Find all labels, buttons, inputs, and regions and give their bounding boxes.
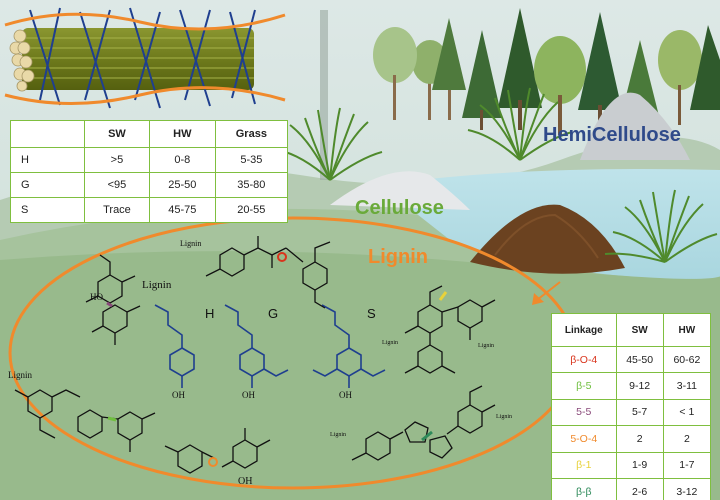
fragment-ho-label: HO — [90, 292, 103, 302]
fragment-lignin-label-3: Lignin — [8, 370, 32, 380]
table-row: β-β 2-6 3-12 — [551, 477, 712, 500]
bond-beta-5 — [107, 416, 117, 422]
meadow — [0, 251, 720, 500]
linkage-name: β-β — [551, 477, 617, 500]
composition-row-label: S — [10, 197, 85, 223]
composition-header-row: SW HW Grass — [10, 120, 289, 148]
linkage-name: β-O-4 — [551, 345, 617, 374]
bond-5-o-4 — [208, 457, 218, 467]
table-row: 5-O-4 2 2 — [551, 425, 712, 453]
bond-5-5 — [106, 301, 113, 308]
fragment-oh-label: OH — [238, 476, 252, 487]
composition-row-label: G — [10, 172, 85, 198]
monomer-g-oh: OH — [242, 390, 255, 400]
linkage-cell-hw: < 1 — [662, 398, 712, 427]
linkage-cell-hw: 1-7 — [662, 451, 712, 479]
monomer-s-label: S — [367, 306, 376, 321]
monomer-h-label: H — [205, 306, 214, 321]
linkage-cell-hw: 2 — [662, 425, 712, 453]
linkage-table-body: β-O-4 45-50 60-62 β-5 9-12 3-11 5-5 5-7 … — [551, 345, 712, 500]
composition-row-label: H — [10, 147, 85, 173]
table-row: H >5 0-8 5-35 — [10, 147, 289, 173]
composition-table: SW HW Grass H >5 0-8 5-35 G <95 25-50 35… — [10, 120, 289, 223]
monomer-h — [154, 304, 195, 388]
arrow-head — [532, 293, 544, 305]
bond-beta-o-4 — [277, 252, 287, 262]
fragment-lignin-label-1: Lignin — [142, 279, 172, 291]
monomer-h-oh: OH — [172, 390, 185, 400]
forest — [320, 8, 720, 180]
rock-pile — [580, 92, 690, 160]
composition-header-grass: Grass — [214, 120, 289, 148]
composition-cell-grass: 35-80 — [214, 172, 289, 198]
lignin-label: Lignin — [368, 246, 428, 268]
linkage-cell-hw: 3-11 — [662, 372, 712, 400]
table-row: β-1 1-9 1-7 — [551, 451, 712, 479]
lignin-soil-pile — [470, 204, 625, 274]
linkage-name: β-1 — [551, 451, 617, 479]
monomer-g — [224, 304, 289, 388]
composition-cell-hw: 25-50 — [148, 172, 216, 198]
bond-beta-beta — [421, 430, 433, 442]
linkage-cell-sw: 1-9 — [615, 451, 664, 479]
fragment-lignin-label-6: Lignin — [496, 414, 512, 420]
cellulose-label: Cellulose — [355, 197, 444, 219]
linkage-name: 5-O-4 — [551, 425, 617, 453]
lignin-fragments — [14, 236, 496, 474]
linkage-cell-hw: 3-12 — [662, 477, 712, 500]
bond-beta-1 — [438, 291, 448, 301]
composition-header-sw: SW — [84, 120, 150, 148]
composition-cell-sw: >5 — [84, 147, 150, 173]
linkage-header-row: Linkage SW HW — [551, 313, 712, 347]
linkage-cell-sw: 2 — [615, 425, 664, 453]
table-row: β-5 9-12 3-11 — [551, 372, 712, 400]
arrow-line — [536, 281, 561, 301]
lignocellulose-fiber — [4, 7, 286, 109]
linkage-name: β-5 — [551, 372, 617, 400]
composition-header-blank — [10, 120, 85, 148]
linkage-header-hw: HW — [662, 313, 712, 347]
fragment-lignin-label-7: Lignin — [330, 432, 346, 438]
composition-cell-grass: 5-35 — [214, 147, 289, 173]
table-row: S Trace 45-75 20-55 — [10, 197, 289, 223]
linkage-cell-sw: 45-50 — [615, 345, 664, 374]
hemicellulose-label: HemiCellulose — [543, 124, 681, 146]
table-row: β-O-4 45-50 60-62 — [551, 345, 712, 374]
lignin-wave-top — [4, 12, 286, 31]
fragment-lignin-label-2: Lignin — [180, 239, 201, 248]
linkage-name: 5-5 — [551, 398, 617, 427]
monomer-s-oh: OH — [339, 390, 352, 400]
linkage-cell-sw: 5-7 — [615, 398, 664, 427]
linkage-table: Linkage SW HW β-O-4 45-50 60-62 β-5 9-12… — [551, 313, 712, 500]
composition-cell-sw: <95 — [84, 172, 150, 198]
monomer-g-label: G — [268, 306, 278, 321]
composition-cell-sw: Trace — [84, 197, 150, 223]
linkage-cell-sw: 2-6 — [615, 477, 664, 500]
table-row: G <95 25-50 35-80 — [10, 172, 289, 198]
composition-header-hw: HW — [148, 120, 216, 148]
monomer-s — [312, 304, 386, 388]
lignin-wave-bottom — [4, 86, 286, 105]
hemicellulose-strands — [29, 7, 256, 109]
cellulose-pile — [330, 171, 470, 210]
fragment-lignin-label-4: Lignin — [478, 343, 494, 349]
composition-cell-hw: 0-8 — [148, 147, 216, 173]
fragment-lignin-label-5: Lignin — [382, 340, 398, 346]
linkage-cell-hw: 60-62 — [662, 345, 712, 374]
linkage-cell-sw: 9-12 — [615, 372, 664, 400]
linkage-header-linkage: Linkage — [551, 313, 617, 347]
grass-tufts — [277, 87, 718, 263]
composition-cell-grass: 20-55 — [214, 197, 289, 223]
composition-cell-hw: 45-75 — [148, 197, 216, 223]
linkage-header-sw: SW — [615, 313, 664, 347]
table-row: 5-5 5-7 < 1 — [551, 398, 712, 427]
